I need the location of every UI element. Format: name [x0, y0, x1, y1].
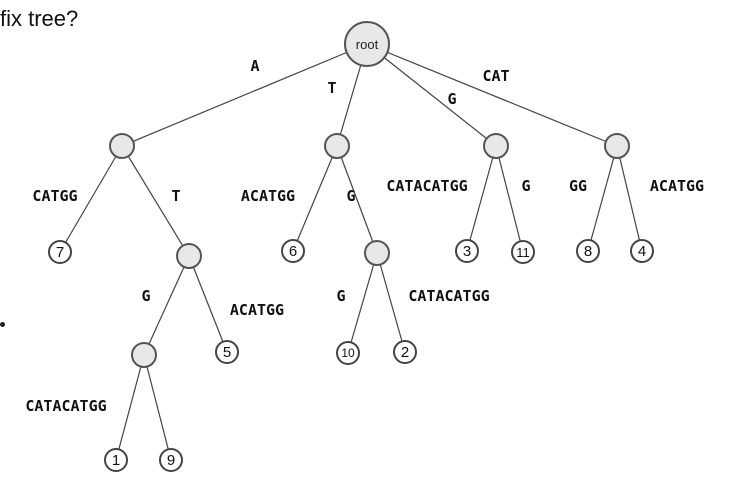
leaf-node-10	[336, 341, 360, 365]
root-label: root	[356, 37, 379, 52]
edge-label-n4-leaf8: GG	[569, 177, 587, 195]
leaf-label-2: 2	[401, 344, 409, 361]
leaf-node-2	[393, 340, 417, 364]
edge-label-root-t: T	[327, 79, 336, 97]
leaf-label-10: 10	[341, 346, 355, 360]
leaf-label-7: 7	[56, 244, 64, 261]
edge-n1-n5	[121, 145, 190, 257]
internal-node-cat	[604, 133, 630, 159]
edge-root-cat	[366, 43, 618, 147]
edge-n6-leaf10	[347, 252, 378, 354]
internal-node-a	[109, 133, 135, 159]
edge-n3-leaf3	[466, 145, 497, 252]
leaf-node-7	[48, 240, 72, 264]
edge-n1-leaf7	[59, 145, 123, 253]
internal-node-tg	[364, 240, 390, 266]
edge-labels: A T G CAT CATGG T G ACATGG CATACATGG ACA…	[25, 57, 704, 415]
edge-label-root-a: A	[250, 57, 259, 75]
leaf-label-1: 1	[112, 452, 120, 469]
edge-root-g	[366, 43, 497, 147]
edge-n4-leaf4	[616, 145, 643, 252]
edge-label-n1-leaf7: CATGG	[32, 187, 77, 205]
leaf-label-3: 3	[463, 243, 471, 260]
edge-n6-leaf2	[376, 252, 406, 353]
leaf-node-1	[104, 448, 128, 472]
leaf-node-8	[576, 239, 600, 263]
edge-n5-n7	[143, 255, 190, 356]
edge-n7-leaf1	[115, 354, 145, 461]
root-node	[344, 21, 390, 67]
leaf-node-9	[159, 448, 183, 472]
leaf-label-8: 8	[584, 243, 592, 260]
leaf-label-9: 9	[167, 452, 175, 469]
internal-nodes: root	[109, 21, 630, 368]
edge-label-n5-leaf5: ACATGG	[230, 301, 284, 319]
edge-n7-leaf9	[143, 354, 172, 461]
tree-edges	[59, 43, 643, 461]
edge-n5-leaf5	[188, 255, 228, 353]
edge-label-n4-leaf4: ACATGG	[650, 177, 704, 195]
slide-heading: fix tree?	[0, 6, 79, 31]
edge-n2-leaf6	[292, 145, 338, 252]
edge-label-root-g: G	[447, 90, 456, 108]
bullet-dot	[0, 322, 5, 327]
edge-n2-n6	[336, 145, 378, 254]
edge-label-n5-n7: G	[141, 287, 150, 305]
edge-root-a	[121, 43, 368, 147]
leaf-label-6: 6	[289, 243, 297, 260]
edge-label-n7-leaf1: CATACATGG	[25, 397, 106, 415]
internal-node-g	[483, 133, 509, 159]
edge-label-n3-leaf11: G	[521, 177, 530, 195]
edge-label-n6-leaf2: CATACATGG	[408, 287, 489, 305]
edge-label-n6-leaf10: G	[336, 287, 345, 305]
edge-n4-leaf8	[587, 145, 618, 252]
internal-node-at	[176, 243, 202, 269]
edge-label-n2-leaf6: ACATGG	[241, 187, 295, 205]
internal-node-t	[324, 133, 350, 159]
internal-node-atg	[131, 342, 157, 368]
leaf-node-6	[281, 239, 305, 263]
leaf-label-5: 5	[223, 344, 231, 361]
leaf-label-4: 4	[638, 243, 646, 260]
edge-label-n1-n5: T	[171, 187, 180, 205]
edge-n3-leaf11	[495, 145, 524, 253]
leaf-node-3	[455, 239, 479, 263]
edge-label-root-cat: CAT	[482, 67, 509, 85]
leaf-node-5	[215, 340, 239, 364]
edge-label-n2-n6: G	[346, 187, 355, 205]
leaf-node-11	[511, 240, 535, 264]
leaf-nodes: 7 6 3 11 8 4 5 10 2 1 9	[48, 239, 654, 472]
leaf-node-4	[630, 239, 654, 263]
edge-label-n3-leaf3: CATACATGG	[386, 177, 467, 195]
leaf-label-11: 11	[516, 245, 530, 260]
